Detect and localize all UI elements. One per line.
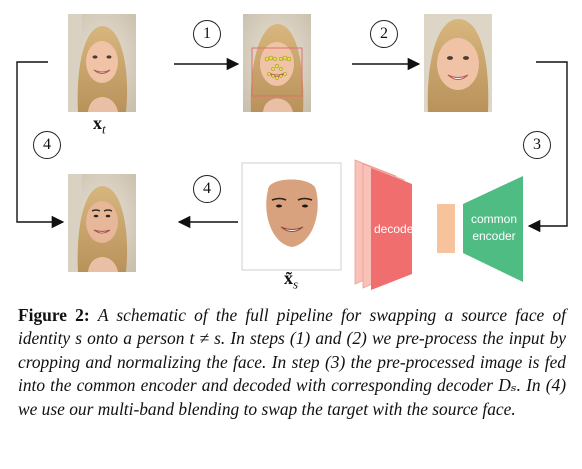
step-circle-1: 1 [193,20,221,48]
arrow-step-3 [527,61,568,233]
target-label: xt [93,113,106,138]
encoder-label: common encoder [466,211,522,245]
source-label-main: x̃ [284,268,293,288]
source-face-frame [241,162,342,271]
encoder-label-line1: common [470,212,517,226]
target-label-main: x [93,113,102,133]
step-circle-3: 3 [523,131,551,159]
result-photo [68,174,136,272]
decoder-label-main: decoder [374,222,418,236]
decoder-label: decoderp [374,221,430,242]
step-circle-4-middle: 4 [193,175,221,203]
target-photo [68,14,136,112]
target-label-sub: t [102,121,106,137]
figure-caption: Figure 2: A schematic of the full pipeli… [18,304,566,421]
normalized-photo [424,14,492,112]
step-circle-4-left: 4 [33,131,61,159]
figure-caption-label: Figure 2: [18,305,90,325]
source-label: x̃s [284,268,298,293]
arrow-step-4-target [16,61,65,229]
pipeline-diagram: 1 2 3 4 4 xt x̃s decoderp common encoder [16,14,568,293]
pipeline-svg [16,14,568,290]
figure-caption-text: A schematic of the full pipeline for swa… [18,305,567,419]
latent-code [437,204,455,253]
landmark-photo [243,14,311,112]
source-label-sub: s [293,276,299,292]
decoder-block [354,159,412,290]
encoder-label-line2: encoder [472,229,516,243]
decoder-label-sub: p [417,228,423,239]
encoder-block [463,176,523,282]
step-circle-2: 2 [370,20,398,48]
